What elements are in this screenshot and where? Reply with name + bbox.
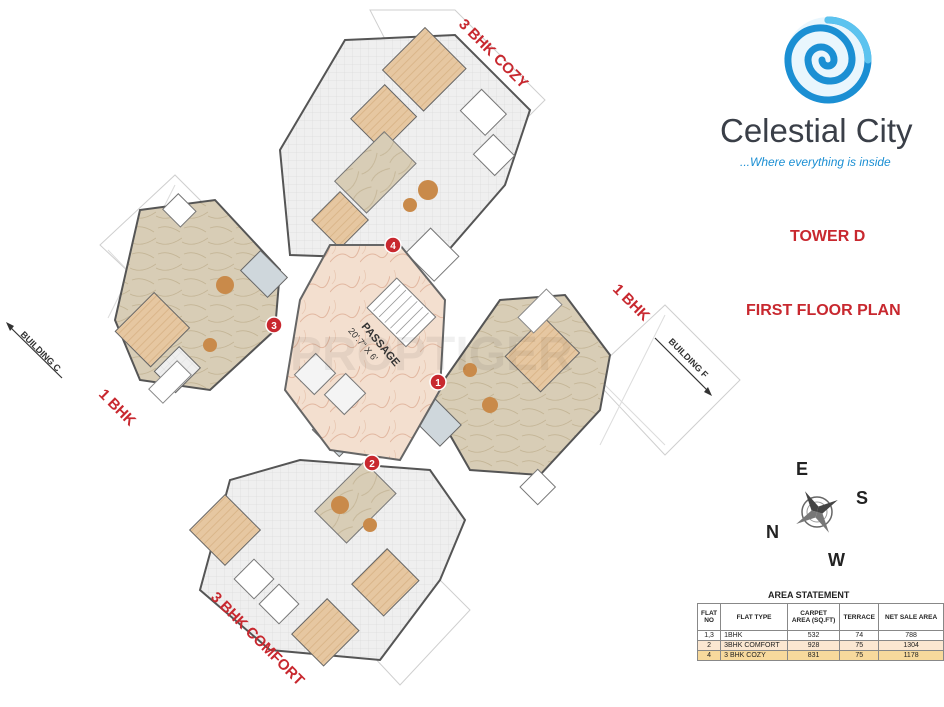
table-cell: 1BHK	[720, 630, 788, 641]
flat-label-right: 1 BHK	[609, 281, 653, 325]
building-c-arrow: BUILDING C	[6, 322, 64, 379]
building-f-arrow: BUILDING F	[654, 336, 712, 396]
table-header-row: FLAT NO FLAT TYPE CARPET AREA (SQ.FT) TE…	[696, 603, 944, 631]
flat-marker-3: 3	[265, 316, 283, 334]
central-core	[283, 244, 447, 462]
area-statement-title: AREA STATEMENT	[768, 590, 850, 600]
table-cell: 788	[878, 630, 944, 641]
table-row: 4 3 BHK COZY 831 75 1178	[696, 650, 944, 661]
compass-south: S	[856, 488, 869, 508]
table-cell: 928	[786, 640, 841, 651]
flat-marker-label: 4	[390, 241, 396, 252]
compass-west: W	[828, 550, 845, 570]
table-row: 1,3 1BHK 532 74 788	[696, 630, 944, 641]
building-label-right: BUILDING F	[667, 336, 711, 380]
tower-heading: TOWER D	[790, 228, 866, 245]
table-header: FLAT NO	[696, 603, 722, 631]
building-label-left: BUILDING C	[19, 329, 64, 374]
brand-tagline: ...Where everything is inside	[740, 155, 891, 169]
floor-heading: FIRST FLOOR PLAN	[746, 302, 901, 319]
flat-marker-label: 1	[435, 378, 441, 389]
brand-name: Celestial City	[720, 112, 913, 149]
table-cell: 3 BHK COZY	[720, 650, 788, 661]
table-cell: 831	[786, 650, 841, 661]
table-header: FLAT TYPE	[720, 603, 788, 631]
flat-marker-2: 2	[363, 454, 381, 472]
flat-marker-label: 3	[271, 321, 277, 332]
flat-left-1bhk	[113, 193, 289, 404]
flat-bottom-3bhk-comfort	[188, 400, 467, 667]
flat-marker-4: 4	[384, 236, 402, 254]
table-cell: 4	[696, 650, 722, 661]
area-statement-table: FLAT NO FLAT TYPE CARPET AREA (SQ.FT) TE…	[696, 603, 944, 661]
table-cell: 1304	[878, 640, 944, 651]
table-cell: 1,3	[696, 630, 722, 641]
table-header: CARPET AREA (SQ.FT)	[786, 603, 841, 631]
flat-top-3bhk-cozy	[278, 26, 532, 282]
table-cell: 75	[839, 640, 880, 651]
table-cell: 1178	[878, 650, 944, 661]
table-cell: 75	[839, 650, 880, 661]
flat-marker-label: 2	[369, 459, 375, 470]
table-cell: 74	[839, 630, 880, 641]
watermark: PROPTIGER	[290, 328, 573, 381]
table-cell: 532	[786, 630, 841, 641]
table-header: NET SALE AREA	[878, 603, 944, 631]
logo-swirl-icon	[784, 16, 872, 104]
table-header: TERRACE	[839, 603, 880, 631]
table-cell: 2	[696, 640, 722, 651]
table-row: 2 3BHK COMFORT 928 75 1304	[696, 640, 944, 651]
table-cell: 3BHK COMFORT	[720, 640, 788, 651]
compass-east: E	[796, 459, 809, 479]
compass-north: N	[766, 522, 779, 542]
compass-icon	[796, 491, 838, 533]
flat-label-left: 1 BHK	[95, 386, 139, 430]
flat-marker-1: 1	[429, 373, 447, 391]
